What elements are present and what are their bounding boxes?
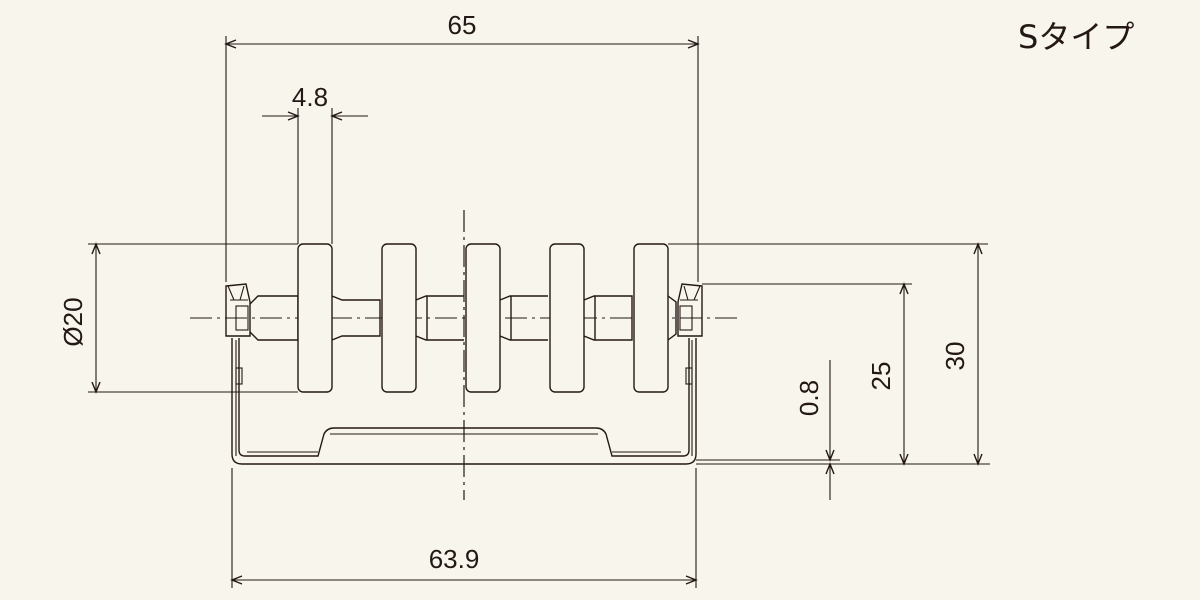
wheels [297,243,669,393]
wheel-2 [381,243,417,393]
dim-wheel-diameter: Ø20 [58,242,298,394]
dim-overall-height-label: 30 [940,342,970,371]
dim-wheel-width: 4.8 [262,82,368,244]
wheel-4 [549,243,585,393]
dim-overall-height: 30 [668,242,988,466]
dim-bottom-width-label: 63.9 [429,544,480,574]
wheel-1 [297,243,333,393]
wheel-5 [633,243,669,393]
dim-overall-width-label: 65 [448,10,477,40]
dim-overall-width: 65 [224,10,700,282]
dim-bottom-width: 63.9 [230,468,698,588]
dim-wheel-width-label: 4.8 [292,82,328,112]
dim-plate-thickness: 0.8 [696,360,990,500]
axle-shaft [225,283,703,341]
dim-axle-height: 25 [702,282,912,466]
wheel-3 [465,243,501,393]
dim-axle-height-label: 25 [866,362,896,391]
dim-wheel-diameter-label: Ø20 [58,297,88,346]
dim-plate-thickness-label: 0.8 [794,380,824,416]
type-title: Sタイプ [1018,18,1134,56]
